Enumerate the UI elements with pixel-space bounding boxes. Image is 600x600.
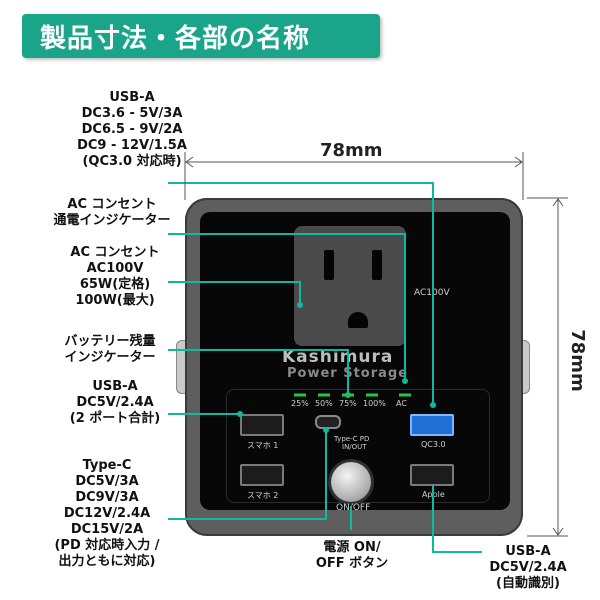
width-dimension: 78mm	[320, 140, 383, 161]
indicator-100: 100%	[363, 399, 386, 408]
label-usb-a-apple: USB-A DC5V/2.4A (自動識別)	[489, 544, 567, 591]
indicator-25: 25%	[291, 399, 309, 408]
label-type-c: Type-C DC5V/3A DC9V/3A DC12V/2.4A DC15V/…	[54, 458, 160, 569]
port-zone	[226, 389, 490, 503]
label-ac-indicator: AC コンセント 通電インジケーター	[53, 197, 171, 228]
port-label-sumaho2: スマホ 2	[247, 491, 279, 500]
ac-voltage-label: AC100V	[414, 288, 450, 298]
brand-logo: Kashimura	[282, 347, 394, 367]
indicator-75: 75%	[339, 399, 357, 408]
leader-battery-indicator	[168, 349, 349, 395]
port-label-sumaho1: スマホ 1	[247, 441, 279, 450]
dimension-lines	[184, 152, 568, 537]
outlet-ground	[348, 312, 368, 328]
outlet-slot-right	[372, 250, 382, 280]
outlet-slot-left	[324, 250, 334, 280]
port-label-typec: Type-C PD	[334, 435, 370, 443]
label-power-button: 電源 ON/ OFF ボタン	[315, 540, 389, 571]
usb-a-smartphone-2-port[interactable]	[240, 464, 284, 486]
label-usb-a-qc: USB-A DC3.6 - 5V/3A DC6.5 - 9V/2A DC9 - …	[77, 90, 187, 169]
leader-usb-qc	[168, 182, 434, 405]
on-off-label: ON/OFF	[336, 503, 371, 513]
indicator-ac: AC	[396, 399, 407, 408]
leader-usb-apple	[432, 485, 482, 553]
page-title: 製品寸法・各部の名称	[22, 14, 380, 58]
port-label-qc: QC3.0	[421, 440, 446, 449]
port-label-typec-sub: IN/OUT	[342, 443, 367, 451]
label-usb-a-smartphone: USB-A DC5V/2.4A (2 ポート合計)	[69, 379, 161, 426]
indicator-50: 50%	[315, 399, 333, 408]
power-button[interactable]	[331, 462, 371, 502]
leader-ac-outlet	[168, 281, 301, 305]
leader-ac-indicator	[168, 233, 406, 381]
label-ac-outlet: AC コンセント AC100V 65W(定格) 100W(最大)	[70, 245, 160, 308]
usb-a-smartphone-1-port[interactable]	[240, 414, 284, 436]
label-battery-indicator: バッテリー残量 インジケーター	[64, 334, 156, 365]
height-dimension: 78mm	[566, 329, 588, 392]
leader-type-c	[168, 430, 327, 520]
usb-a-qc-port[interactable]	[410, 414, 454, 436]
